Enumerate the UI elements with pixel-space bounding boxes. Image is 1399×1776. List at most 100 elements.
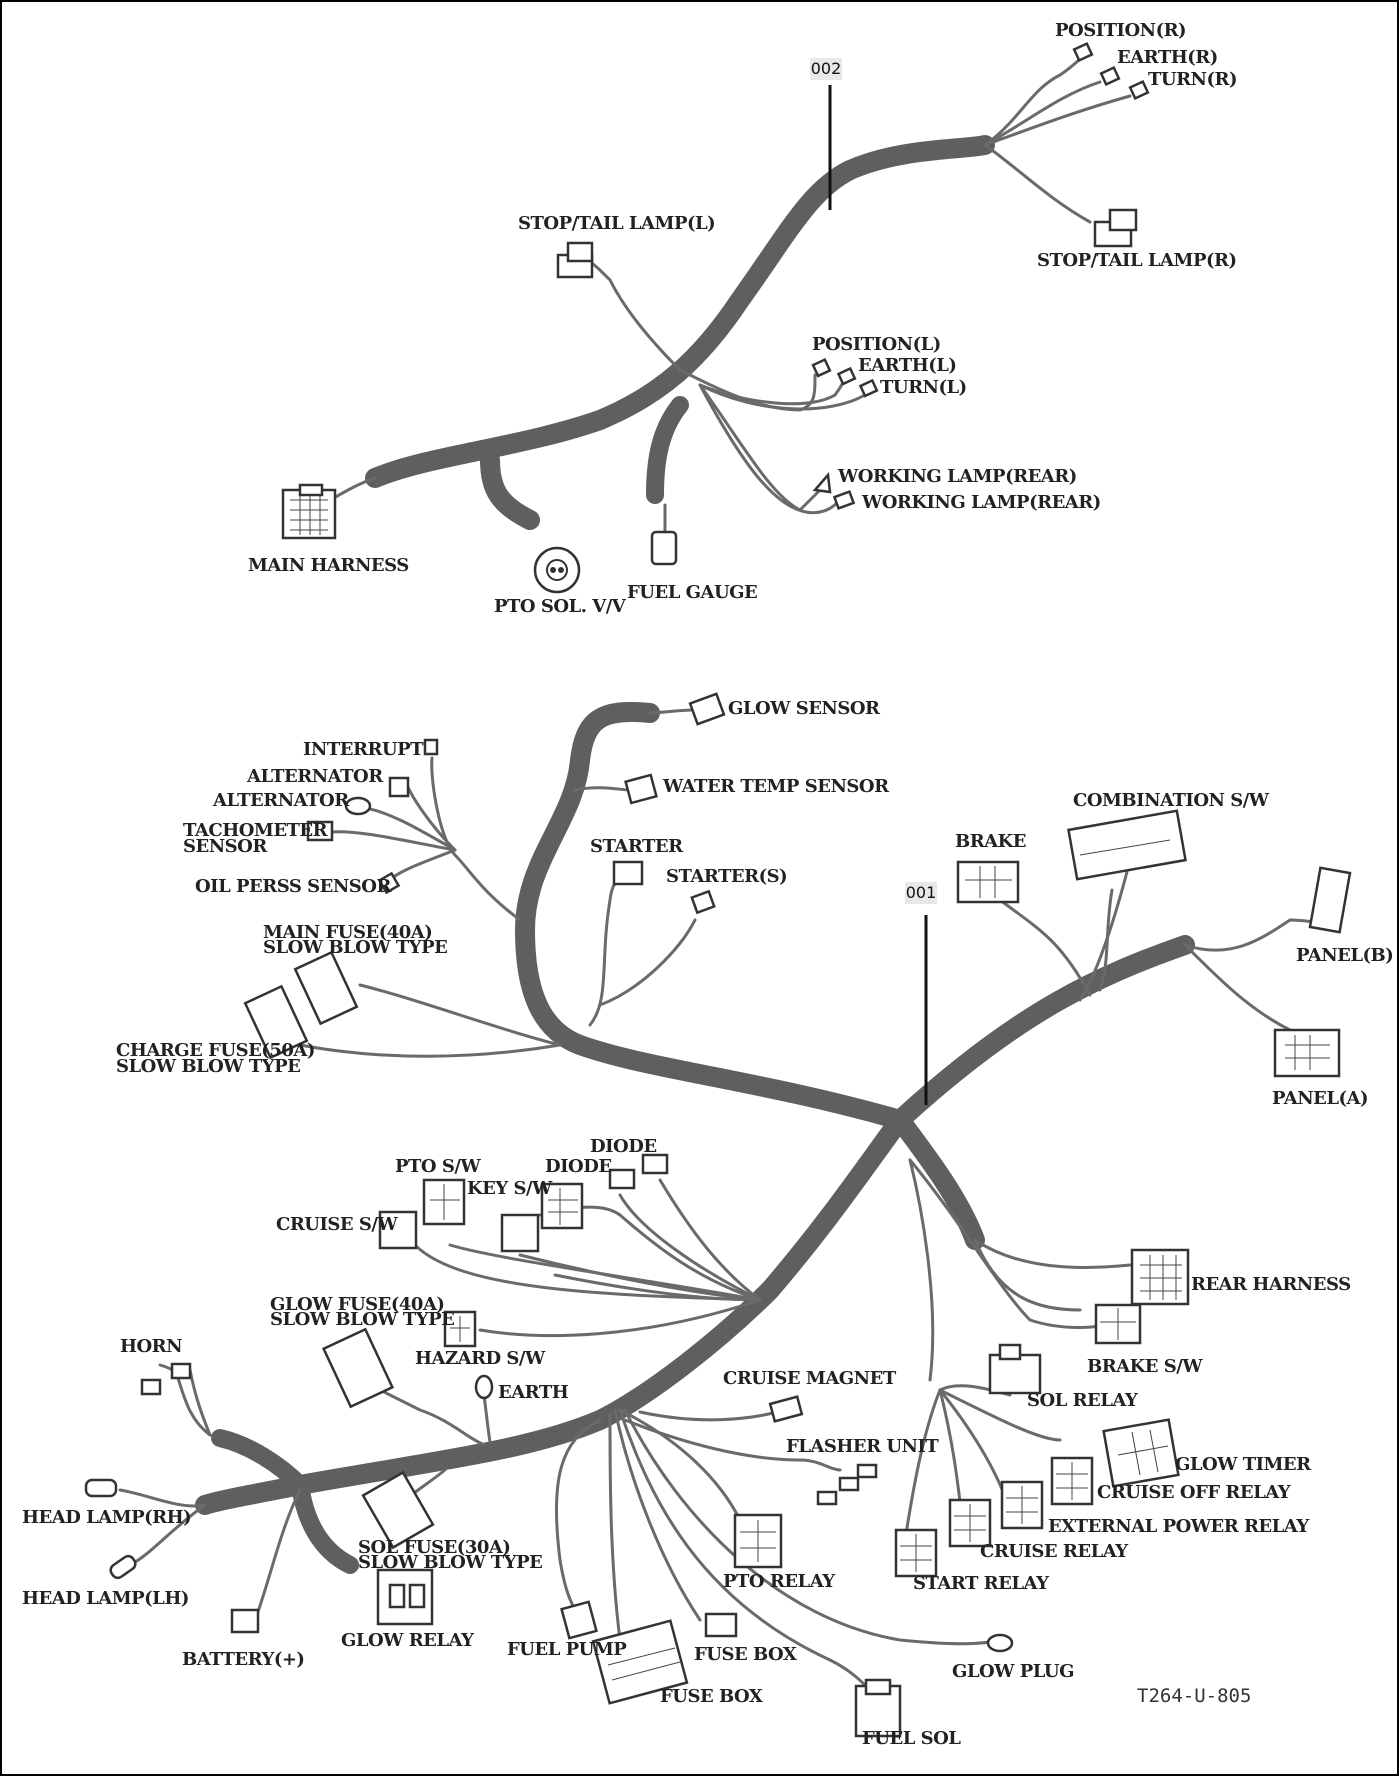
label-head-lamp-rh: HEAD LAMP(RH) xyxy=(22,1507,191,1528)
label-oil-press: OIL PERSS SENSOR xyxy=(195,876,392,897)
label-working-lamp-1: WORKING LAMP(REAR) xyxy=(837,466,1077,487)
alternator-2-connector xyxy=(344,796,372,816)
label-panel-b: PANEL(B) xyxy=(1296,945,1393,966)
label-earth-r: EARTH(R) xyxy=(1117,47,1218,68)
label-fuel-gauge: FUEL GAUGE xyxy=(627,582,757,603)
label-glow-timer: GLOW TIMER xyxy=(1175,1454,1312,1475)
charge-fuse-connector xyxy=(243,984,309,1060)
key-sw-connector xyxy=(540,1182,584,1230)
wire-working-lamp-2 xyxy=(698,383,842,515)
cruise-relay-connector xyxy=(948,1498,992,1548)
stop-tail-r-connector xyxy=(1093,208,1138,248)
working-lamp-2-connector xyxy=(832,490,856,510)
label-fuel-sol: FUEL SOL xyxy=(862,1728,961,1749)
label-cruise-sw: CRUISE S/W xyxy=(276,1214,398,1235)
wire-water-temp xyxy=(573,786,632,792)
cruise-magnet-connector xyxy=(768,1395,804,1423)
ref-002-box xyxy=(810,58,842,80)
turn-l-connector xyxy=(858,378,879,398)
label-pto-sw: PTO S/W xyxy=(395,1156,481,1177)
label-battery: BATTERY(+) xyxy=(182,1649,304,1670)
label-interrupt: INTERRUPT xyxy=(303,739,424,760)
wire-starter-s xyxy=(598,918,697,1007)
cruise-sw-connector xyxy=(378,1210,418,1250)
wire-start-relay xyxy=(903,1388,942,1542)
label-cruise-relay: CRUISE RELAY xyxy=(980,1541,1129,1562)
diode-1-connector xyxy=(608,1168,636,1190)
ref-001-box xyxy=(905,882,937,904)
label-stop-tail-l: STOP/TAIL LAMP(L) xyxy=(518,213,715,234)
label-combination-sw: COMBINATION S/W xyxy=(1073,790,1270,811)
label-cruise-off-relay: CRUISE OFF RELAY xyxy=(1097,1482,1292,1503)
starter-s-connector xyxy=(690,889,716,915)
brake-sw-connector xyxy=(1094,1303,1142,1345)
label-glow-sensor: GLOW SENSOR xyxy=(728,698,881,719)
wire-turn-l xyxy=(698,383,867,411)
wire-earth-r xyxy=(983,80,1102,147)
stop-tail-l-connector xyxy=(556,241,594,279)
label-position-l: POSITION(L) xyxy=(812,334,941,355)
wire-glow-plug xyxy=(623,1408,1002,1646)
label-alternator-2: ALTERNATOR xyxy=(212,790,350,811)
label-hazard-sw: HAZARD S/W xyxy=(415,1348,546,1369)
starter-connector xyxy=(612,860,644,886)
label-fuse-box-2: FUSE BOX xyxy=(660,1686,763,1707)
panel-a-connector xyxy=(1273,1028,1341,1078)
flasher-unit-connector-3 xyxy=(856,1463,878,1479)
label-main-harness: MAIN HARNESS xyxy=(248,555,409,576)
label-sol-fuse-1: SOL FUSE(30A) xyxy=(358,1537,510,1558)
fuel-gauge-branch-trunk xyxy=(646,396,689,504)
label-panel-a: PANEL(A) xyxy=(1272,1088,1368,1109)
label-diode-2: DIODE xyxy=(545,1156,612,1177)
label-head-lamp-lh: HEAD LAMP(LH) xyxy=(22,1588,189,1609)
wire-battery xyxy=(253,1488,302,1622)
main-fuse-connector xyxy=(293,950,359,1026)
start-relay-connector xyxy=(894,1528,938,1578)
label-key-sw: KEY S/W xyxy=(467,1178,553,1199)
harness-001-main-trunk xyxy=(195,935,1195,1515)
label-charge-fuse-1: CHARGE FUSE(50A) xyxy=(116,1040,315,1061)
horn-connector-1 xyxy=(140,1378,162,1396)
wire-earth-l xyxy=(698,376,847,406)
wire-pto-relay xyxy=(618,1408,742,1522)
wire-fuel-pump xyxy=(554,1418,602,1612)
wire-interrupt xyxy=(430,756,522,922)
head-lamp-lh-connector xyxy=(109,1554,137,1580)
wire-stop-tail-l xyxy=(588,260,682,372)
glow-plug-connector xyxy=(986,1633,1014,1653)
label-pto-relay: PTO RELAY xyxy=(723,1571,836,1592)
rear-harness-connector xyxy=(1130,1248,1190,1306)
harness-001: 001 GLOW SENSOR WATER TEMP SENSOR INTERR… xyxy=(22,692,1394,1749)
head-lamp-rh-connector xyxy=(84,1478,118,1498)
panel-b-connector xyxy=(1308,866,1352,934)
wire-cruise-sw xyxy=(413,1243,762,1302)
battery-connector xyxy=(230,1608,260,1634)
label-water-temp: WATER TEMP SENSOR xyxy=(662,776,890,797)
label-brake-sw: BRAKE S/W xyxy=(1087,1356,1203,1377)
label-main-fuse-2: SLOW BLOW TYPE xyxy=(263,937,447,958)
label-glow-fuse-1: GLOW FUSE(40A) xyxy=(270,1294,444,1315)
label-sol-fuse-2: SLOW BLOW TYPE xyxy=(358,1552,542,1573)
fuel-gauge-connector xyxy=(650,530,678,566)
position-l-connector xyxy=(811,357,832,378)
label-cruise-magnet: CRUISE MAGNET xyxy=(723,1368,897,1389)
wire-main-fuse xyxy=(358,983,562,1047)
pto-sw-connector xyxy=(422,1178,466,1226)
diode-2-connector xyxy=(641,1153,669,1175)
glow-relay-connector xyxy=(376,1568,434,1626)
glow-timer-connector xyxy=(1102,1418,1180,1488)
sol-fuse-connector xyxy=(361,1470,435,1550)
label-working-lamp-2: WORKING LAMP(REAR) xyxy=(861,492,1101,513)
key-sw-2-connector xyxy=(500,1213,540,1253)
wire-fuse-box-2 xyxy=(613,1408,702,1622)
label-earth-l: EARTH(L) xyxy=(858,355,956,376)
wire-main-harness xyxy=(328,476,377,502)
glow-relay-trunk xyxy=(291,1476,359,1574)
harness-001-rear-trunk xyxy=(890,1110,985,1250)
label-glow-fuse-2: SLOW BLOW TYPE xyxy=(270,1309,454,1330)
label-starter-s: STARTER(S) xyxy=(666,866,787,887)
pto-branch-trunk xyxy=(480,450,540,530)
wire-glow-sensor xyxy=(648,708,695,715)
flasher-unit-connector-1 xyxy=(816,1490,838,1506)
